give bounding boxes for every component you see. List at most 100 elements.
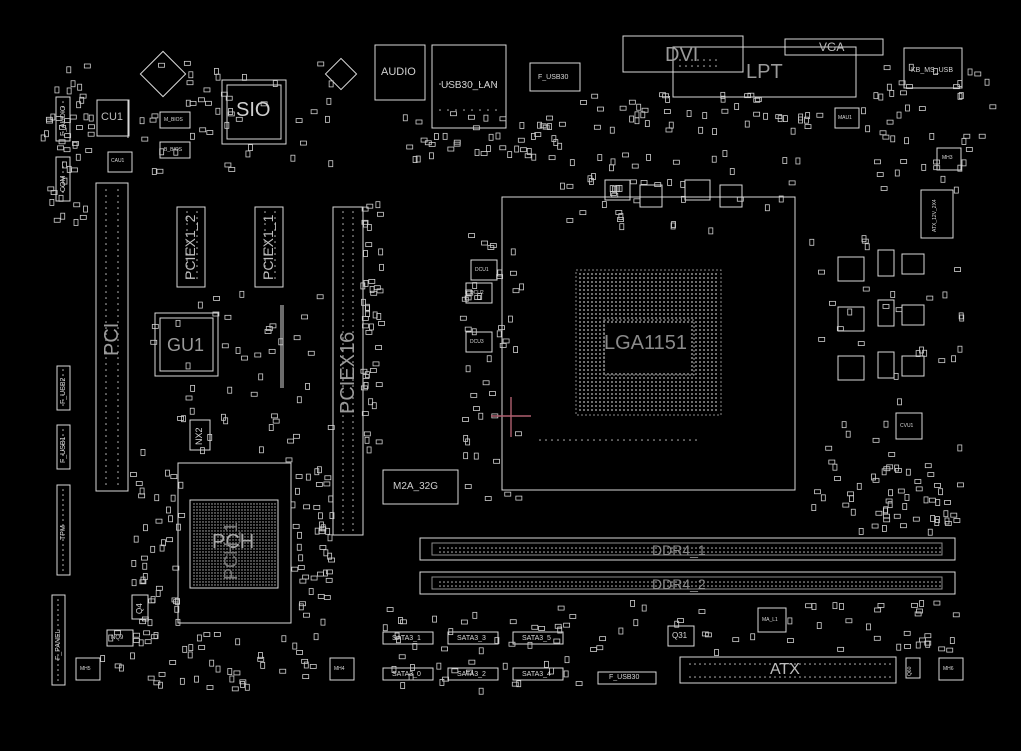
gu1-label: GU1 <box>167 335 205 355</box>
pciex1-2-slot <box>176 206 206 288</box>
ma-l1-chip <box>757 607 787 633</box>
pch-area <box>177 462 292 624</box>
pci-slot <box>95 182 129 492</box>
ddr4-2-slot <box>419 571 956 595</box>
m2-slot <box>382 469 459 505</box>
q60-chip <box>905 657 921 679</box>
sata-0-label: SATA3_0 <box>392 671 421 678</box>
sio-chip <box>221 79 287 145</box>
q60-label: Q60 <box>907 666 913 676</box>
atx-12v-label: ATX_12V_2X4 <box>932 199 938 232</box>
mh4-label: MH4 <box>334 666 345 672</box>
cu1-label: CU1 <box>101 111 124 123</box>
m-bios-label: M_BIOS <box>164 117 183 123</box>
dvi-label: DVI <box>665 44 699 66</box>
f-audio-label: F_AUDIO <box>60 105 67 136</box>
sata-2-port <box>447 667 499 681</box>
sata-0-port <box>382 667 434 681</box>
q4-chip <box>131 594 149 620</box>
com-label: COM <box>60 175 67 192</box>
mau1-chip <box>834 107 860 129</box>
m2a-32g-label: M2A_32G <box>393 481 439 492</box>
cu1-chip <box>96 99 130 137</box>
f-usb2-header <box>56 365 71 411</box>
sata-5-port <box>512 631 564 645</box>
nq9-chip <box>106 629 134 647</box>
mh3-hole <box>936 147 962 171</box>
pci-label: PCI <box>101 322 123 356</box>
nx2-chip <box>189 419 211 451</box>
nq9-label: NQ9 <box>111 635 124 641</box>
kb-ms-usb-connector <box>903 47 963 89</box>
lga1151-label: LGA1151 <box>604 332 688 354</box>
mh4-hole <box>329 657 355 681</box>
f-usb2-label: F_USB2 <box>60 377 67 404</box>
pch-1-label: PCH_1 <box>221 521 241 580</box>
f-usb30-bottom-label: F_USB30 <box>609 674 640 681</box>
cau1-label: CAU1 <box>111 158 125 164</box>
mh5-label: MH5 <box>80 666 91 672</box>
pciex1-1-slot <box>254 206 284 288</box>
sata-5-label: SATA3_5 <box>522 635 551 642</box>
sata-4-port <box>512 667 564 681</box>
sata-3-port <box>447 631 499 645</box>
usb-lan-connector <box>431 44 507 129</box>
atx-connector <box>679 656 897 684</box>
pch-chip <box>189 499 279 589</box>
audio-label: AUDIO <box>381 66 416 78</box>
mau1-label: MAU1 <box>838 115 852 121</box>
f-usb30-bottom-header <box>597 671 657 685</box>
audio-connector <box>374 44 426 101</box>
usb-lan-label: USB30_LAN <box>441 80 498 91</box>
pciex16-slot <box>332 206 364 536</box>
f-usb1-label: F_USB1 <box>60 436 67 463</box>
cvu1-label: CVU1 <box>900 423 914 429</box>
f-panel-header <box>51 594 66 686</box>
sata-3-label: SATA3_3 <box>457 635 486 642</box>
atx-label: ATX <box>770 661 800 678</box>
mh6-label: MH6 <box>943 666 954 672</box>
f-panel-label: F_PANEL <box>55 629 62 660</box>
kb-ms-usb-label: KB_MS_USB <box>911 67 954 74</box>
mh6-hole <box>938 657 964 681</box>
pch-label: PCH <box>212 531 255 553</box>
m-bios-chip <box>159 111 191 129</box>
pciex1-2-label: PCIEX1_2 <box>182 214 198 280</box>
pciex1-1-label: PCIEX1_1 <box>260 214 276 280</box>
f-usb1-header <box>56 424 71 470</box>
dcu2-label: DCU2 <box>470 290 484 296</box>
q4-label: Q4 <box>135 603 144 614</box>
q31-label: Q31 <box>672 631 688 640</box>
dcu1-label: DCU1 <box>475 267 489 273</box>
dcu3-label: DCU3 <box>470 339 484 345</box>
dcu3-chip <box>465 331 493 353</box>
q31-chip <box>667 625 695 647</box>
pciex16-label: PCIEX16 <box>337 331 359 414</box>
dcu1-chip <box>470 259 498 281</box>
vga-label: VGA <box>819 40 845 54</box>
lpt-label: LPT <box>746 61 783 83</box>
sata-4-label: SATA3_4 <box>522 671 551 678</box>
ddr4-2-label: DDR4_2 <box>652 576 706 592</box>
nx2-label: NX2 <box>194 427 204 445</box>
ma-l1-label: MA_L1 <box>762 617 778 623</box>
cpu-pad-array <box>575 269 722 416</box>
ddr4-1-label: DDR4_1 <box>652 542 706 558</box>
sata-1-port <box>382 631 434 645</box>
ddr4-1-slot <box>419 537 956 561</box>
sata-2-label: SATA3_2 <box>457 671 486 678</box>
tpm-header <box>56 484 71 576</box>
mh5-hole <box>75 657 101 681</box>
atx-12v-connector <box>920 189 954 239</box>
dvi-connector <box>622 35 744 73</box>
f-usb30-header <box>529 62 581 92</box>
cau1-chip <box>107 151 133 173</box>
mh3-label: MH3 <box>942 155 953 161</box>
sio-label: SIO <box>236 99 271 121</box>
sata-1-label: SATA3_1 <box>392 635 421 642</box>
f-usb30-label: F_USB30 <box>538 74 569 81</box>
cvu1-chip <box>895 412 923 440</box>
b-bios-label: B_BIOS <box>164 147 183 153</box>
lpt-connector <box>672 46 857 98</box>
